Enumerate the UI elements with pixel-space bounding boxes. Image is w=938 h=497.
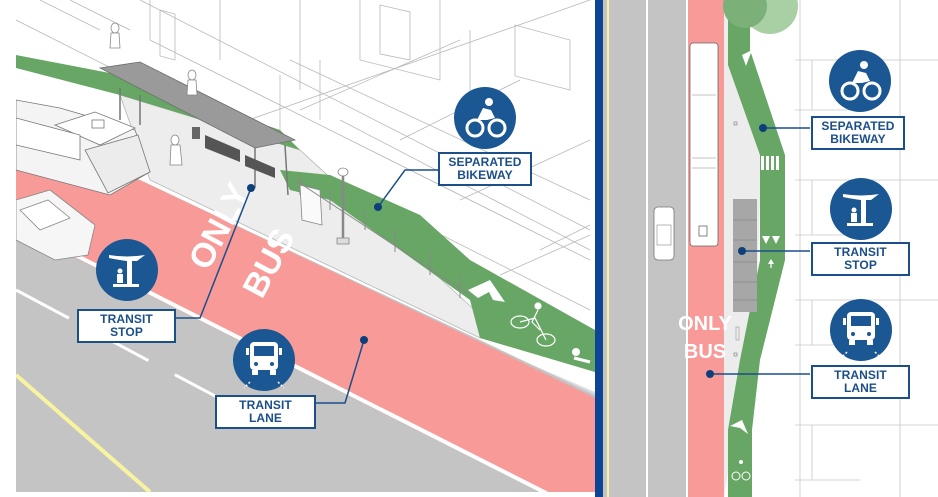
bikeway-strip-main	[280, 170, 595, 372]
plan-bus-shelter-icon	[830, 178, 892, 240]
plan-bike-crossing	[761, 156, 779, 170]
transit-lane-marker	[360, 336, 368, 344]
plan-road-marking-bus: BUS	[684, 341, 726, 363]
plan-label-transit-lane: TRANSIT LANE	[811, 365, 910, 399]
label-line: TRANSIT LANE	[239, 398, 292, 425]
label-separated-bikeway: SEPARATED BIKEWAY	[438, 152, 532, 186]
bus-lane	[16, 150, 595, 492]
plan-road-marking-only: ONLY	[678, 313, 732, 335]
panel-divider	[595, 0, 603, 497]
plan-transit-lane-marker	[706, 370, 714, 378]
perspective-view: ONLY BUS	[16, 0, 595, 492]
plan-bikeway-marker	[759, 124, 767, 132]
label-transit-stop: TRANSIT STOP	[77, 309, 176, 343]
label-line: BIKEWAY	[830, 132, 886, 146]
label-line: TRANSIT STOP	[100, 312, 153, 339]
plan-bus-front-icon	[830, 299, 892, 361]
plan-car	[653, 206, 675, 261]
label-line: TRANSIT STOP	[834, 245, 887, 272]
transit-stop-marker	[247, 184, 255, 192]
callout-leader-lines	[174, 169, 438, 404]
center-line	[16, 373, 152, 492]
plan-transit-stop-marker	[738, 247, 746, 255]
label-line: BIKEWAY	[457, 168, 513, 182]
bus-front-icon	[233, 329, 295, 391]
plan-bikeway	[728, 0, 785, 497]
cyclist-figure	[510, 302, 556, 347]
plan-callout-leader-lines	[710, 127, 810, 375]
plan-label-transit-stop: TRANSIT STOP	[811, 242, 910, 276]
bus-shelter-icon	[96, 239, 158, 301]
street-light	[336, 167, 350, 245]
bus-illustration	[16, 99, 151, 196]
pedestrian-figures	[109, 22, 198, 166]
label-transit-lane: TRANSIT LANE	[215, 395, 316, 429]
label-line: SEPARATED	[448, 155, 522, 169]
bikeway-chevron	[468, 280, 505, 302]
plan-label-separated-bikeway: SEPARATED BIKEWAY	[811, 116, 905, 150]
bikeway-marker	[374, 203, 382, 211]
plan-shelter	[733, 199, 757, 312]
plan-bus	[689, 42, 719, 247]
car-illustration	[16, 189, 96, 261]
label-line: TRANSIT LANE	[834, 368, 887, 395]
plan-view: ONLY BUS	[603, 0, 938, 497]
info-kiosk	[299, 184, 323, 226]
label-line: SEPARATED	[821, 119, 895, 133]
plan-bike-symbol	[731, 471, 751, 481]
plan-roadway	[603, 0, 687, 497]
bicycle-icon	[454, 87, 516, 149]
plan-bicycle-icon	[829, 50, 891, 112]
railing	[294, 175, 471, 298]
bus-shelter-illustration	[98, 61, 297, 196]
